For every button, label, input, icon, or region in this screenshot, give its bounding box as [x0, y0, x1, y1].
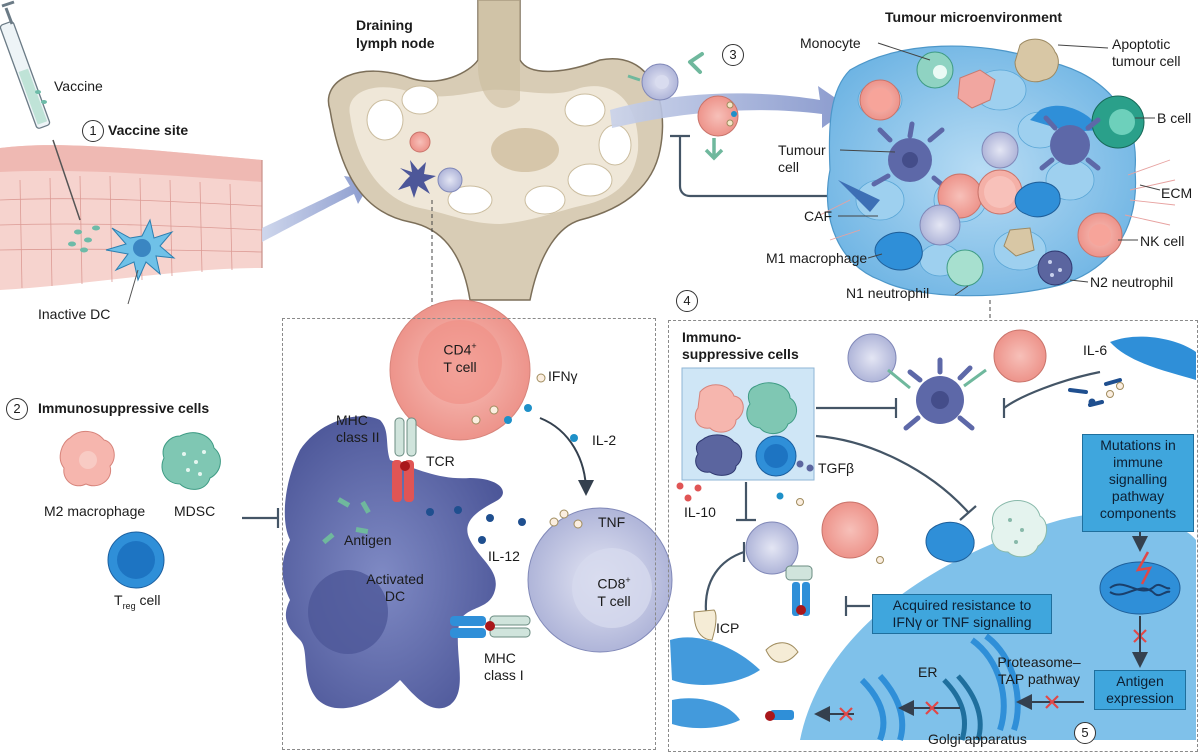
tgfb-label: TGFβ: [818, 460, 855, 476]
tumour-cell-label-line2: cell: [778, 159, 800, 175]
il12-label: IL-12: [488, 548, 520, 564]
tnf-label: TNF: [598, 514, 626, 530]
golgi-label: Golgi apparatus: [928, 731, 1027, 747]
treg-label: Treg cell: [114, 592, 161, 611]
syringe-icon: [0, 0, 81, 221]
panel4-cytokines: [676, 382, 1124, 564]
tcr-mhc1-complex: [450, 615, 531, 638]
inactive-dc-label: Inactive DC: [38, 306, 111, 322]
icp-label: ICP: [716, 620, 740, 636]
lymph-node-title-line2: lymph node: [356, 35, 435, 51]
tumour-cell-label-line1: Tumour: [778, 142, 826, 158]
activation-panel: [282, 318, 656, 750]
vaccine-label: Vaccine: [54, 78, 103, 94]
tumour-mass: [819, 38, 1176, 297]
mutations-box: Mutations in immune signalling pathway c…: [1082, 434, 1194, 532]
inactive-dc-icon: [105, 218, 176, 282]
step-1-badge: 1: [82, 120, 104, 142]
antigen-label: Antigen: [344, 532, 392, 548]
mhc2-label-line2: class II: [336, 429, 380, 445]
il6-label: IL-6: [1083, 342, 1108, 358]
nk-cell-label: NK cell: [1140, 233, 1185, 249]
n1-neutrophil-label: N1 neutrophil: [846, 285, 930, 301]
lymph-node-title-line1: Draining: [356, 17, 413, 33]
vaccine-particles: [35, 90, 100, 253]
panel4-title-line2: suppressive cells: [682, 346, 799, 362]
step-5-badge: 5: [1074, 722, 1096, 744]
ifng-label: IFNγ: [548, 368, 578, 384]
skin-tissue: [0, 145, 263, 290]
il10-label: IL-10: [684, 504, 716, 520]
cytokine-dots: [426, 373, 583, 544]
n2-neutrophil-label: N2 neutrophil: [1090, 274, 1174, 290]
il2-label: IL-2: [592, 432, 617, 448]
m2-macrophage-label: M2 macrophage: [44, 503, 146, 519]
caf-inhibition-line: [678, 136, 838, 198]
mhc1-label-line2: class I: [484, 667, 524, 683]
ecm-label: ECM: [1161, 185, 1193, 201]
tumour-microenvironment-title: Tumour microenvironment: [885, 9, 1063, 25]
lymph-node: [327, 0, 664, 301]
resistance-panel: [668, 320, 1198, 752]
activated-dc-icon: [282, 416, 503, 709]
er-label: ER: [918, 664, 938, 680]
m1-macrophage-label: M1 macrophage: [766, 250, 868, 266]
proteasome-label: Proteasome–TAP pathway: [997, 654, 1081, 687]
mdsc-label: MDSC: [174, 503, 216, 519]
vaccine-site-title: Vaccine site: [108, 122, 189, 138]
mhc1-label-line1: MHC: [484, 650, 516, 666]
mhc2-label-line1: MHC: [336, 412, 368, 428]
step-4-badge: 4: [676, 290, 698, 312]
step-2-badge: 2: [6, 398, 28, 420]
apoptotic-label-line2: tumour cell: [1112, 53, 1181, 69]
b-cell-label: B cell: [1157, 110, 1192, 126]
monocyte-label: Monocyte: [800, 35, 861, 51]
tcr-mhc2-complex: [392, 417, 417, 502]
cd8-label: CD8+T cell: [597, 575, 631, 609]
panel4-title-line1: Immuno-: [682, 329, 742, 345]
tcr-label: TCR: [426, 453, 455, 469]
acquired-resistance-box: Acquired resistance to IFNγ or TNF signa…: [872, 594, 1052, 634]
panel2-title: Immunosuppressive cells: [38, 400, 210, 416]
antigen-expression-box: Antigen expression: [1094, 670, 1186, 710]
migration-arrow-1: [262, 176, 372, 242]
caf-label: CAF: [804, 208, 832, 224]
panel2-cells: [59, 431, 221, 589]
step-3-badge: 3: [722, 44, 744, 66]
cd4-label: CD4+T cell: [443, 341, 477, 375]
apoptotic-label-line1: Apoptotic: [1112, 36, 1171, 52]
